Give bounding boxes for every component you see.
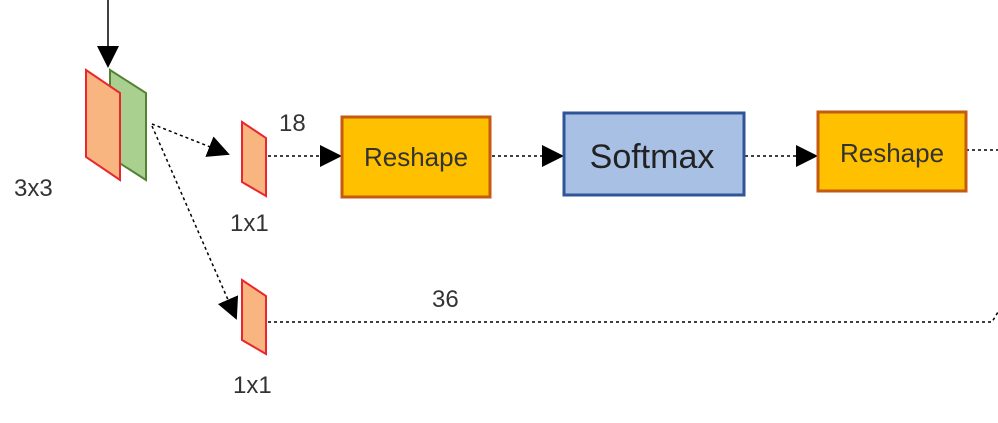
bottom-output-connector <box>268 311 998 323</box>
bottom-1x1-conv <box>241 278 267 356</box>
top-conv-label: 1x1 <box>230 210 269 237</box>
reshape-box-2 <box>816 110 968 193</box>
bottom-conv-label: 1x1 <box>233 372 272 399</box>
top-channels-label: 18 <box>279 110 306 137</box>
orange-feature-block <box>85 68 121 182</box>
reshape-box-1-label: Reshape <box>364 142 468 172</box>
bottom-channels-label: 36 <box>432 286 459 313</box>
reshape-box-1 <box>340 115 492 199</box>
top-1x1-conv <box>241 120 267 198</box>
branch-top-connector <box>151 123 230 157</box>
softmax-box <box>562 111 746 197</box>
input-kernel-label: 3x3 <box>14 175 53 202</box>
reshape-box-2-label: Reshape <box>840 138 944 168</box>
softmax-box-label: Softmax <box>590 138 715 176</box>
branch-bottom-connector <box>151 125 239 320</box>
